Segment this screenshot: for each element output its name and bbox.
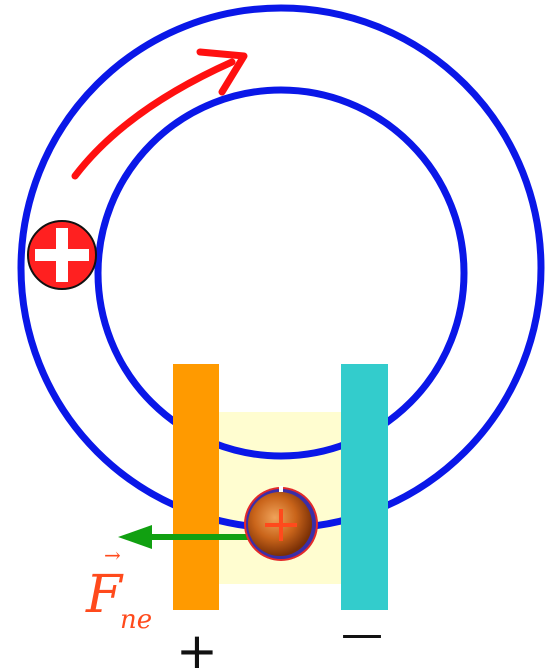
positive-charge-icon	[27, 220, 97, 290]
negative-plate	[341, 364, 388, 610]
force-label-subscript: ne	[120, 605, 152, 635]
force-vector-arrow: →	[104, 543, 121, 567]
negative-plate-label: —	[341, 609, 383, 658]
force-label: F	[85, 565, 124, 625]
positive-charge-icon	[244, 486, 318, 561]
circulation-arrow	[71, 48, 248, 180]
positive-plate-label: +	[176, 622, 218, 671]
inner-ring	[94, 86, 468, 460]
positive-plate	[173, 364, 219, 610]
force-arrow	[118, 525, 250, 549]
